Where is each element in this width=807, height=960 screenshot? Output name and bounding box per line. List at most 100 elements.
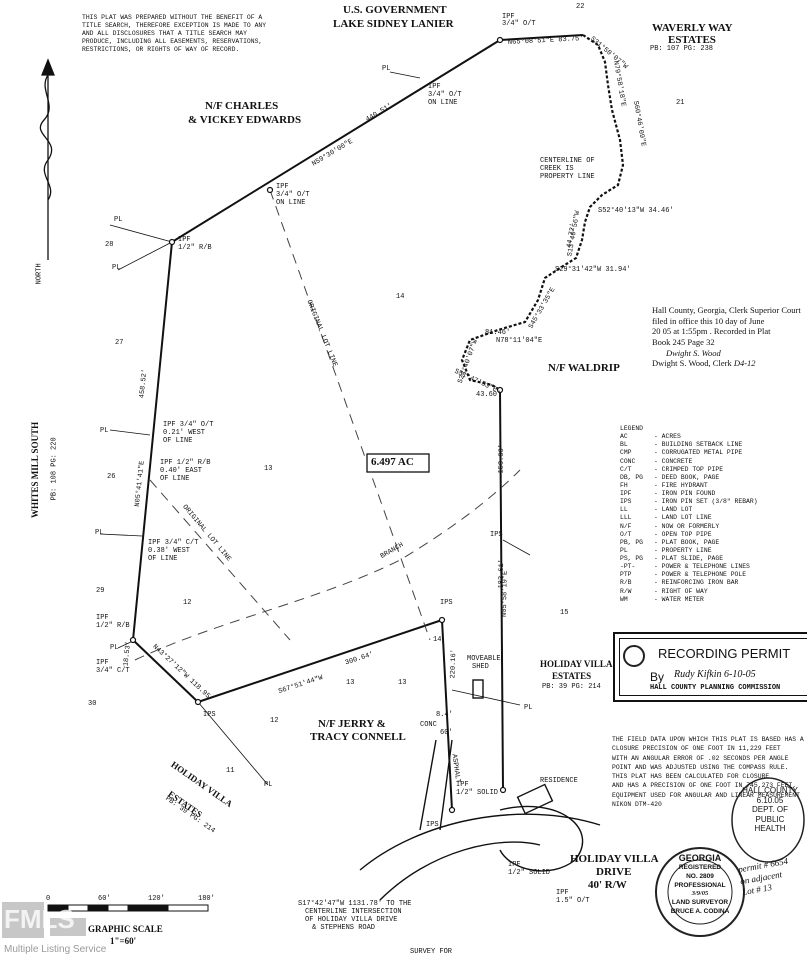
lot-number: 12 [270, 717, 279, 725]
closure-notes: THE FIELD DATA UPON WHICH THIS PLAT IS B… [612, 736, 804, 808]
legend-row: N/F- NOW OR FORMERLY [620, 522, 720, 530]
lot-number: 14 [433, 636, 442, 644]
disclaimer: THIS PLAT WAS PREPARED WITHOUT THE BENEF… [82, 14, 267, 53]
waverly-label-1: WAVERLY WAY [652, 22, 733, 34]
lot-number: 26 [107, 473, 116, 481]
lot-number: 22 [576, 3, 585, 11]
pl-marker: PL [112, 264, 121, 272]
creek-property-line [460, 34, 625, 391]
lot-number: 29 [96, 587, 105, 595]
hv-drive-3: 40' R/W [588, 879, 627, 891]
centerline-2: CREEK IS [540, 165, 574, 173]
surveyor-seal-circle [655, 847, 745, 937]
conc-dim-2: 60' [440, 729, 453, 737]
ipf-e-2: 0.40' EAST [160, 467, 203, 475]
lot-number: 30 [88, 700, 97, 708]
legend-row: PB, PG- PLAT BOOK, PAGE [620, 538, 720, 546]
conc-label: CONC [420, 721, 437, 729]
distance-east4: 81.46' [485, 329, 511, 337]
lot-number: 28 [105, 241, 114, 249]
legend-row: O/T- OPEN TOP PIPE [620, 530, 712, 538]
connell-label-2: TRACY CONNELL [310, 731, 406, 743]
area-box [366, 453, 430, 473]
distance-inner: 220.16' [449, 648, 459, 679]
ipf-w-3: OF LINE [163, 437, 193, 445]
ipf-w-1: IPF 3/4" O/T [163, 421, 214, 429]
scale-ratio: 1"=60' [110, 936, 137, 946]
ipf-mid-2: 3/4" O/T [276, 191, 310, 199]
lot-number: 13 [398, 679, 407, 687]
north-label: NORTH [35, 263, 44, 285]
legend-row: AC- ACRES [620, 433, 681, 441]
ipf-bottom-2: 1.5" O/T [556, 897, 590, 905]
ipf-e-1: IPF 1/2" R/B [160, 459, 211, 467]
survey-for-label: SURVEY FOR [410, 948, 453, 956]
centerline-1: CENTERLINE OF [540, 157, 595, 165]
north-arrow [39, 58, 55, 260]
boundary-east-main [499, 389, 504, 791]
edwards-label-1: N/F CHARLES [205, 100, 279, 112]
ipf-c-2: 0.38' WEST [148, 547, 191, 555]
scale-bar [47, 904, 209, 912]
legend-row: PTP- POWER & TELEPHONE POLE [620, 571, 747, 579]
recorder-stamp: Hall County, Georgia, Clerk Superior Cou… [652, 305, 801, 369]
ipf-e-3: OF LINE [160, 475, 190, 483]
ipf-sw-3: IPF [96, 659, 109, 667]
us-government-label: U.S. GOVERNMENT [343, 4, 447, 16]
pl-marker: PL [264, 781, 273, 789]
pl-marker: PL [100, 427, 109, 435]
legend-row: BL- BUILDING SETBACK LINE [620, 441, 743, 449]
pl-marker: PL [95, 529, 104, 537]
lot-number: 27 [115, 339, 124, 347]
ipf-online-1: IPF [428, 83, 441, 91]
lot-number: 13 [346, 679, 355, 687]
centerline-3: PROPERTY LINE [540, 173, 595, 181]
lot-number: 14 [396, 293, 405, 301]
lot-number: 21 [676, 99, 685, 107]
original-lot-line-1 [269, 189, 431, 641]
ipf-w-2: 0.21' WEST [163, 429, 206, 437]
residence-outline [516, 783, 554, 815]
road-arc-outer [359, 813, 601, 871]
legend-row: PL- PROPERTY LINE [620, 546, 712, 554]
intersection-2: CENTERLINE INTERSECTION [305, 908, 402, 916]
pl-marker: PL [524, 704, 533, 712]
ipf-sw-1: IPF [96, 614, 109, 622]
ips-sw: IPS [203, 711, 216, 719]
connell-label-1: N/F JERRY & [318, 718, 386, 730]
moveable-shed [472, 679, 484, 699]
pl-marker: PL [114, 216, 123, 224]
hv-estates-pb: PB: 39 PG: 214 [542, 683, 601, 691]
permit-title: RECORDING PERMIT [658, 646, 791, 661]
road-arc-inner [379, 841, 541, 901]
pl-marker: PL [110, 644, 119, 652]
original-lot-line-2 [149, 479, 291, 641]
fmls-watermark: FMLS [4, 904, 75, 934]
surveyor-seal: GEORGIA REGISTERED NO. 2809 PROFESSIONAL… [670, 853, 730, 915]
ipf-bottom-1: IPF [556, 889, 569, 897]
health-stamp-oval [731, 777, 805, 863]
legend-row: PS, PG- PLAT SLIDE, PAGE [620, 555, 724, 562]
legend-row: IPS- IRON PIN SET (3/8" REBAR) [620, 498, 758, 506]
recording-permit: RECORDING PERMIT By Rudy Kifkin 6-10-05 … [613, 632, 807, 702]
edwards-label-2: & VICKEY EDWARDS [188, 114, 302, 126]
boundary-sw-line [132, 639, 199, 703]
ips-road: IPS [426, 821, 439, 829]
hv-estates-1: HOLIDAY VILLA [540, 659, 613, 669]
legend-row: R/W- RIGHT OF WAY [620, 587, 708, 595]
ipf-c-3: OF LINE [148, 555, 178, 563]
permit-commission: HALL COUNTY PLANNING COMMISSION [650, 684, 781, 692]
boundary-top-line [499, 34, 584, 41]
ips-east: IPS [490, 531, 503, 539]
hv-drive-1: HOLIDAY VILLA [570, 853, 659, 865]
legend-row: CONC- CONCRETE [620, 457, 693, 465]
legend-row: WM- WATER METER [620, 595, 704, 603]
branch-line [134, 469, 521, 661]
ipf-rb-2: 1/2" R/B [178, 244, 212, 252]
legend-row: FH- FIRE HYDRANT [620, 481, 708, 489]
ipf-solid-3: IPF [508, 861, 521, 869]
boundary-inner-line [441, 619, 453, 811]
intersection-4: & STEPHENS ROAD [312, 924, 376, 932]
